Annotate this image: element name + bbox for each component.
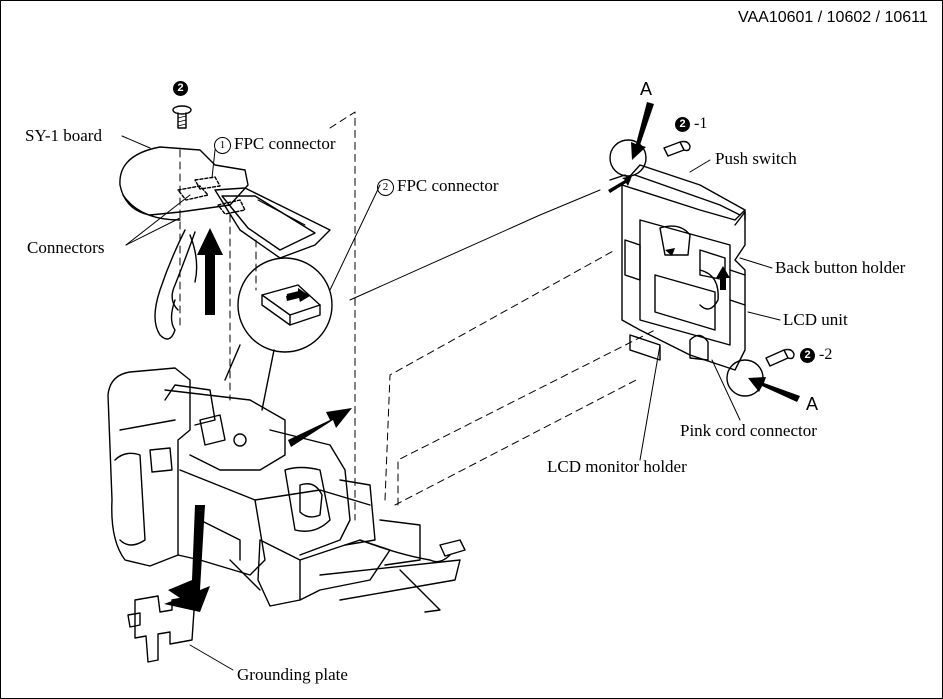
push-switch-label: Push switch	[715, 149, 797, 168]
screw-label-top-left: 2	[173, 81, 188, 96]
lcd-monitor-holder-label: LCD monitor holder	[547, 457, 687, 476]
doc-code: VAA10601 / 10602 / 10611	[738, 9, 928, 26]
sy1-board-label: SY-1 board	[25, 126, 102, 145]
circled-number-2: 2	[377, 179, 394, 196]
fpc-connector-1-text: FPC connector	[234, 134, 336, 153]
flex-leader-line	[349, 189, 601, 301]
screw-suffix: -1	[694, 115, 708, 132]
detail-a-top-label: A	[640, 79, 653, 99]
arrow-up-board	[197, 228, 223, 315]
screw-label-right-1: 2 -1	[675, 115, 707, 133]
lcd-unit-label: LCD unit	[783, 310, 848, 329]
arrow-to-lcd	[288, 408, 352, 447]
detail-a-bottom-label: A	[806, 394, 819, 414]
screw-top-left-drawing	[172, 105, 192, 129]
arrow-a-bottom	[748, 377, 800, 402]
lcd-unit-drawing	[609, 164, 746, 371]
arrow-grounding-plate	[164, 505, 210, 612]
circled-number-1: 1	[214, 137, 231, 154]
screw-right-1-drawing	[663, 140, 691, 157]
arrow-fpc	[286, 288, 310, 302]
arrow-a-top	[631, 102, 654, 160]
screw-number-badge: 2	[675, 116, 690, 132]
arrows	[164, 102, 800, 612]
detail-a-top-circle	[609, 139, 647, 177]
screw-number-badge: 2	[800, 347, 815, 363]
fpc-connector-2-text: FPC connector	[397, 176, 499, 195]
camera-body-drawing	[107, 367, 466, 613]
alignment-lines	[179, 111, 656, 521]
screw-right-2-drawing	[765, 348, 795, 367]
screw-number-badge: 2	[173, 81, 188, 96]
back-button-holder-label: Back button holder	[775, 258, 906, 277]
grounding-plate-drawing	[127, 595, 196, 663]
leader-lines	[121, 135, 781, 671]
connectors-label: Connectors	[27, 238, 105, 257]
grounding-plate-label: Grounding plate	[237, 665, 348, 684]
screw-label-right-2: 2 -2	[800, 346, 832, 364]
pink-cord-connector-label: Pink cord connector	[680, 421, 817, 440]
sy1-board-drawing	[119, 146, 331, 340]
screw-suffix: -2	[819, 346, 833, 363]
fpc-detail-bubble	[224, 257, 333, 411]
